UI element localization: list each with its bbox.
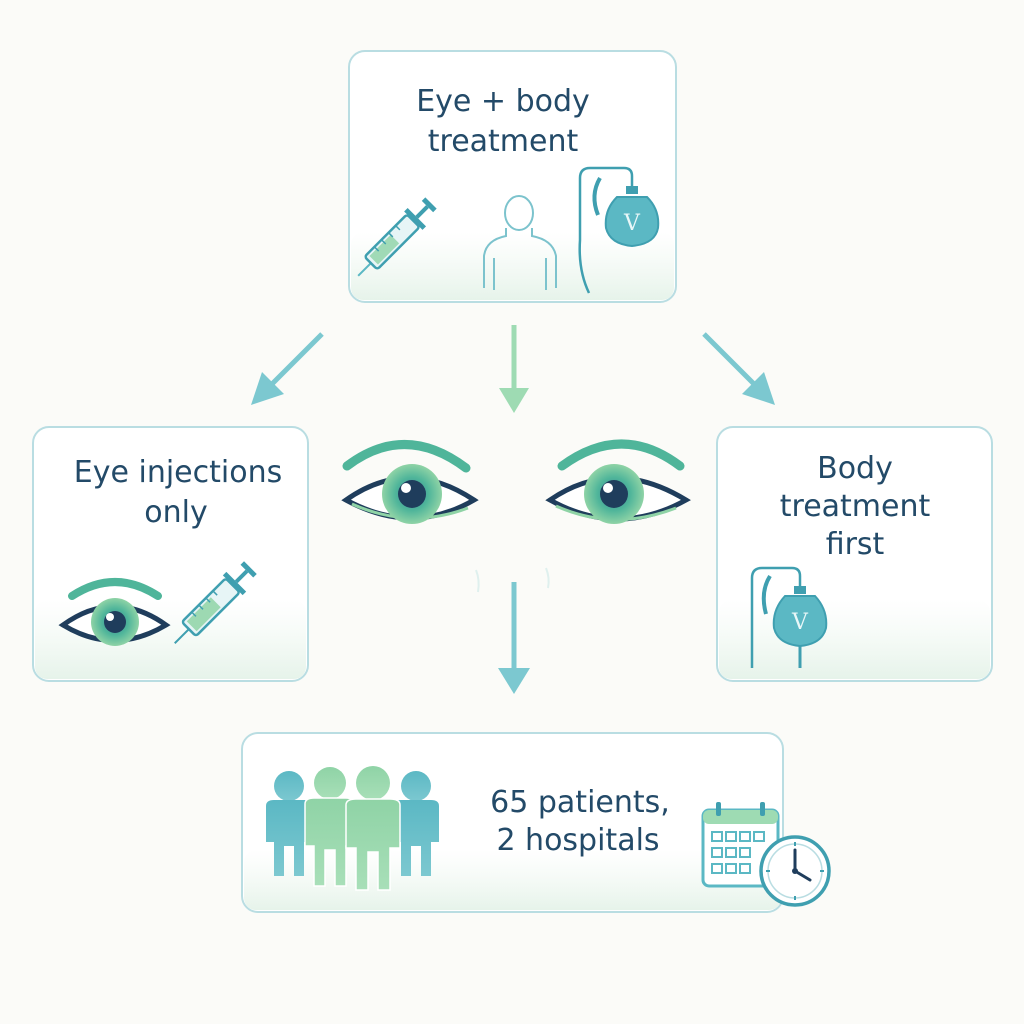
box-title-line-1: Eye injections xyxy=(74,455,282,490)
syringe-icon xyxy=(174,561,257,644)
arrow-to-center xyxy=(499,325,529,413)
box-title-line-1: Eye + body xyxy=(416,84,590,119)
syringe-icon xyxy=(357,197,437,277)
right-eye-icon xyxy=(545,439,691,524)
box-title-line-3: first xyxy=(826,527,885,562)
box-eye-injections-only: Eye injections only xyxy=(32,426,309,682)
eye-icon xyxy=(58,578,171,646)
iv-bag-icon: V xyxy=(578,166,660,294)
box-title-line-1: 65 patients, xyxy=(490,785,670,820)
box-body-treatment-first: Body treatment first V xyxy=(716,426,993,682)
box-title-line-2: treatment xyxy=(780,489,931,524)
arrow-to-bottom xyxy=(498,582,530,694)
patients-group-icon xyxy=(266,766,439,891)
arrow-to-left xyxy=(251,332,324,405)
clock-icon xyxy=(759,835,831,907)
person-outline-icon xyxy=(483,195,557,290)
box-study-population: 65 patients, 2 hospitals xyxy=(241,732,831,913)
left-eye-icon xyxy=(341,440,479,524)
iv-bag-label: V xyxy=(623,211,641,236)
iv-bag-icon: V xyxy=(750,566,828,668)
box-title-line-2: 2 hospitals xyxy=(496,823,659,858)
iv-bag-label: V xyxy=(791,610,809,635)
arrow-to-right xyxy=(702,332,775,405)
box-title-line-1: Body xyxy=(817,451,893,486)
box-title-line-2: treatment xyxy=(428,124,579,159)
box-eye-body-treatment: Eye + body treatment xyxy=(348,50,677,303)
box-title-line-2: only xyxy=(144,495,207,530)
center-eyes-illustration xyxy=(341,439,691,593)
